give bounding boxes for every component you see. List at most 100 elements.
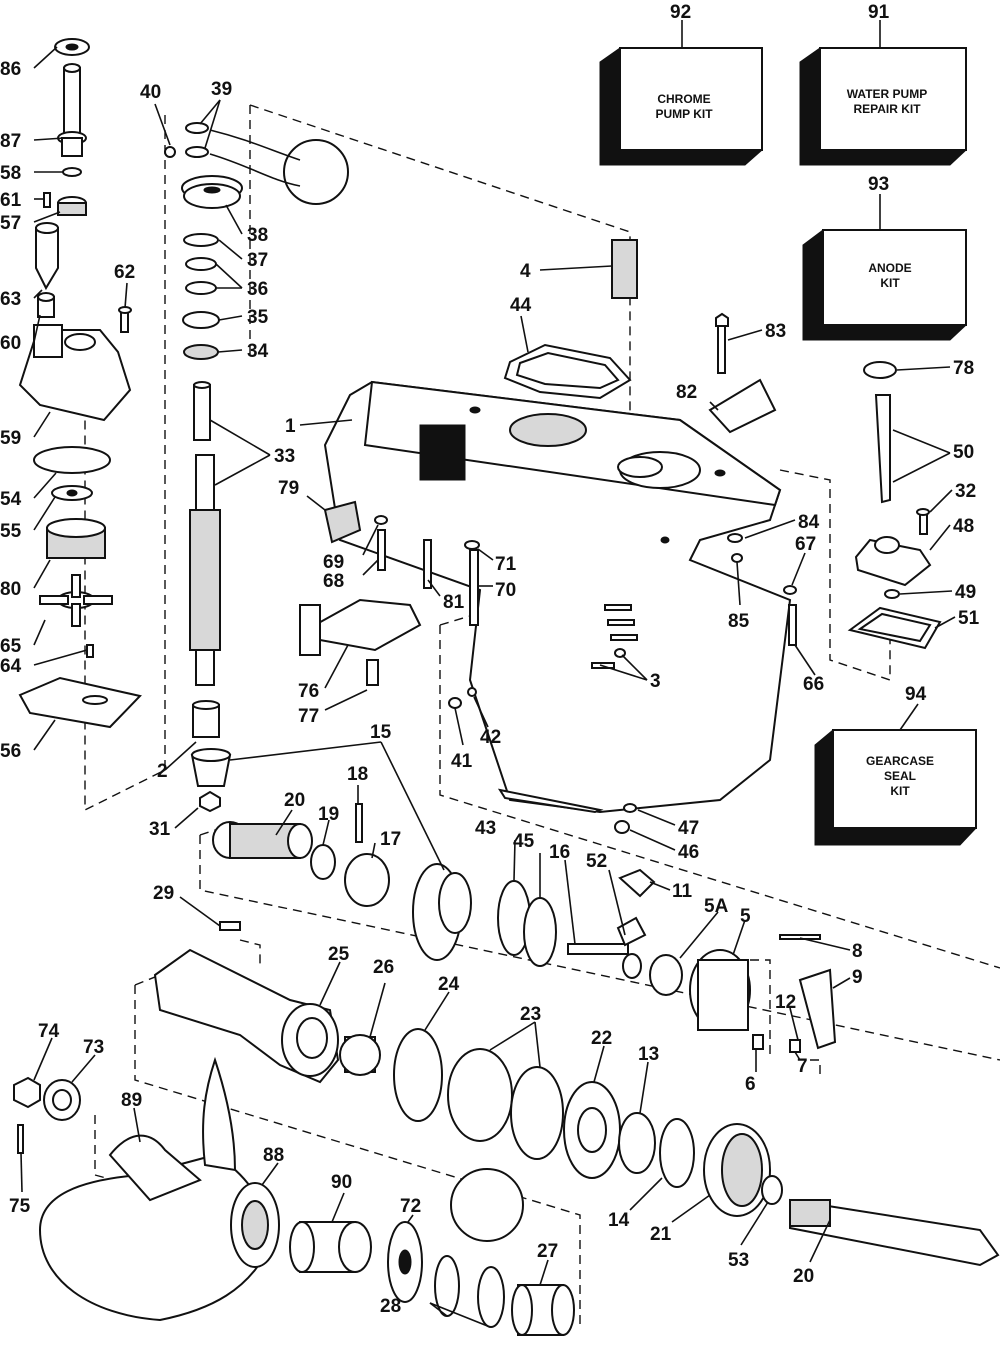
callout-11: 11 [672, 881, 693, 902]
kit-94-line3: KIT [890, 784, 910, 798]
callout-58: 58 [0, 163, 21, 184]
callout-89: 89 [121, 1090, 142, 1111]
kit-93-line1: ANODE [868, 261, 911, 275]
gearcase-housing [323, 380, 792, 814]
callout-74: 74 [38, 1021, 60, 1042]
callout-labels: 86 87 58 61 57 63 60 59 54 55 80 65 64 5… [0, 59, 980, 1317]
callout-12: 12 [775, 992, 796, 1013]
callout-94: 94 [905, 684, 927, 705]
callout-45: 45 [513, 831, 535, 852]
callout-29: 29 [153, 883, 174, 904]
callout-32: 32 [955, 481, 976, 502]
kit-box-water-pump-repair: WATER PUMP REPAIR KIT 91 [799, 2, 967, 166]
callout-87: 87 [0, 131, 21, 152]
callout-40: 40 [140, 82, 161, 103]
callout-91: 91 [868, 2, 890, 23]
callout-72: 72 [400, 1196, 421, 1217]
callout-4: 4 [520, 261, 531, 282]
callout-28: 28 [380, 1296, 401, 1317]
callout-49: 49 [955, 582, 976, 603]
callout-70: 70 [495, 580, 516, 601]
callout-62: 62 [114, 262, 135, 283]
kit-box-anode: ANODE KIT 93 [802, 174, 967, 341]
callout-8: 8 [852, 941, 863, 962]
kit-box-chrome-pump: CHROME PUMP KIT 92 [599, 2, 763, 166]
callout-88: 88 [263, 1145, 284, 1166]
callout-38: 38 [247, 225, 268, 246]
callout-31: 31 [149, 819, 171, 840]
callout-92: 92 [670, 2, 691, 23]
callout-23: 23 [520, 1004, 541, 1025]
kit-92-line1: CHROME [657, 92, 710, 106]
callout-60: 60 [0, 333, 21, 354]
kit-94-line1: GEARCASE [866, 754, 934, 768]
leader-lines [20, 46, 956, 1328]
callout-78: 78 [953, 358, 974, 379]
callout-76: 76 [298, 681, 319, 702]
kit-91-line2: REPAIR KIT [853, 102, 921, 116]
callout-68: 68 [323, 571, 344, 592]
kit-91-line1: WATER PUMP [847, 87, 927, 101]
callout-13: 13 [638, 1044, 659, 1065]
callout-6: 6 [745, 1074, 756, 1095]
callout-83: 83 [765, 321, 786, 342]
callout-34: 34 [247, 341, 269, 362]
kit-box-gearcase-seal: GEARCASE SEAL KIT 94 [814, 684, 977, 846]
kit-93-line2: KIT [880, 276, 900, 290]
kit-92-line2: PUMP KIT [655, 107, 713, 121]
callout-59: 59 [0, 428, 21, 449]
callout-7: 7 [797, 1056, 808, 1077]
callout-69: 69 [323, 552, 344, 573]
callout-67: 67 [795, 534, 816, 555]
callout-77: 77 [298, 706, 319, 727]
callout-66: 66 [803, 674, 824, 695]
callout-35: 35 [247, 307, 269, 328]
trim-tab-anode-parts [847, 361, 942, 650]
callout-47: 47 [678, 818, 699, 839]
callout-27: 27 [537, 1241, 558, 1262]
callout-37: 37 [247, 250, 268, 271]
callout-56: 56 [0, 741, 21, 762]
callout-9: 9 [852, 967, 863, 988]
callout-3: 3 [650, 671, 661, 692]
propeller-parts [13, 1056, 575, 1336]
housing-small-parts [299, 239, 797, 834]
shift-rod-pins [604, 604, 638, 641]
callout-17: 17 [380, 829, 401, 850]
callout-50: 50 [953, 442, 974, 463]
callout-14: 14 [608, 1210, 630, 1231]
callout-41: 41 [451, 751, 473, 772]
callout-19: 19 [318, 804, 339, 825]
callout-75: 75 [9, 1196, 31, 1217]
callout-5: 5 [740, 906, 751, 927]
impeller-blades [39, 574, 113, 627]
kit-94-line2: SEAL [884, 769, 916, 783]
callout-5a: 5A [704, 896, 729, 917]
callout-26: 26 [373, 957, 394, 978]
callout-36: 36 [247, 279, 268, 300]
water-pump-parts [18, 38, 142, 729]
callout-21: 21 [650, 1224, 672, 1245]
callout-42: 42 [480, 727, 501, 748]
callout-71: 71 [495, 554, 517, 575]
driveshaft-parts [164, 122, 472, 961]
callout-20a: 20 [284, 790, 305, 811]
callout-86: 86 [0, 59, 21, 80]
callout-57: 57 [0, 213, 21, 234]
callout-22: 22 [591, 1028, 612, 1049]
callout-93: 93 [868, 174, 889, 195]
callout-2: 2 [157, 761, 168, 782]
callout-24: 24 [438, 974, 460, 995]
callout-84: 84 [798, 512, 820, 533]
callout-82: 82 [676, 382, 697, 403]
callout-44: 44 [510, 295, 532, 316]
callout-61: 61 [0, 190, 22, 211]
callout-1: 1 [285, 416, 296, 437]
callout-65: 65 [0, 636, 22, 657]
callout-20b: 20 [793, 1266, 814, 1287]
callout-55: 55 [0, 521, 22, 542]
callout-52: 52 [586, 851, 607, 872]
callout-79: 79 [278, 478, 299, 499]
callout-33: 33 [274, 446, 295, 467]
